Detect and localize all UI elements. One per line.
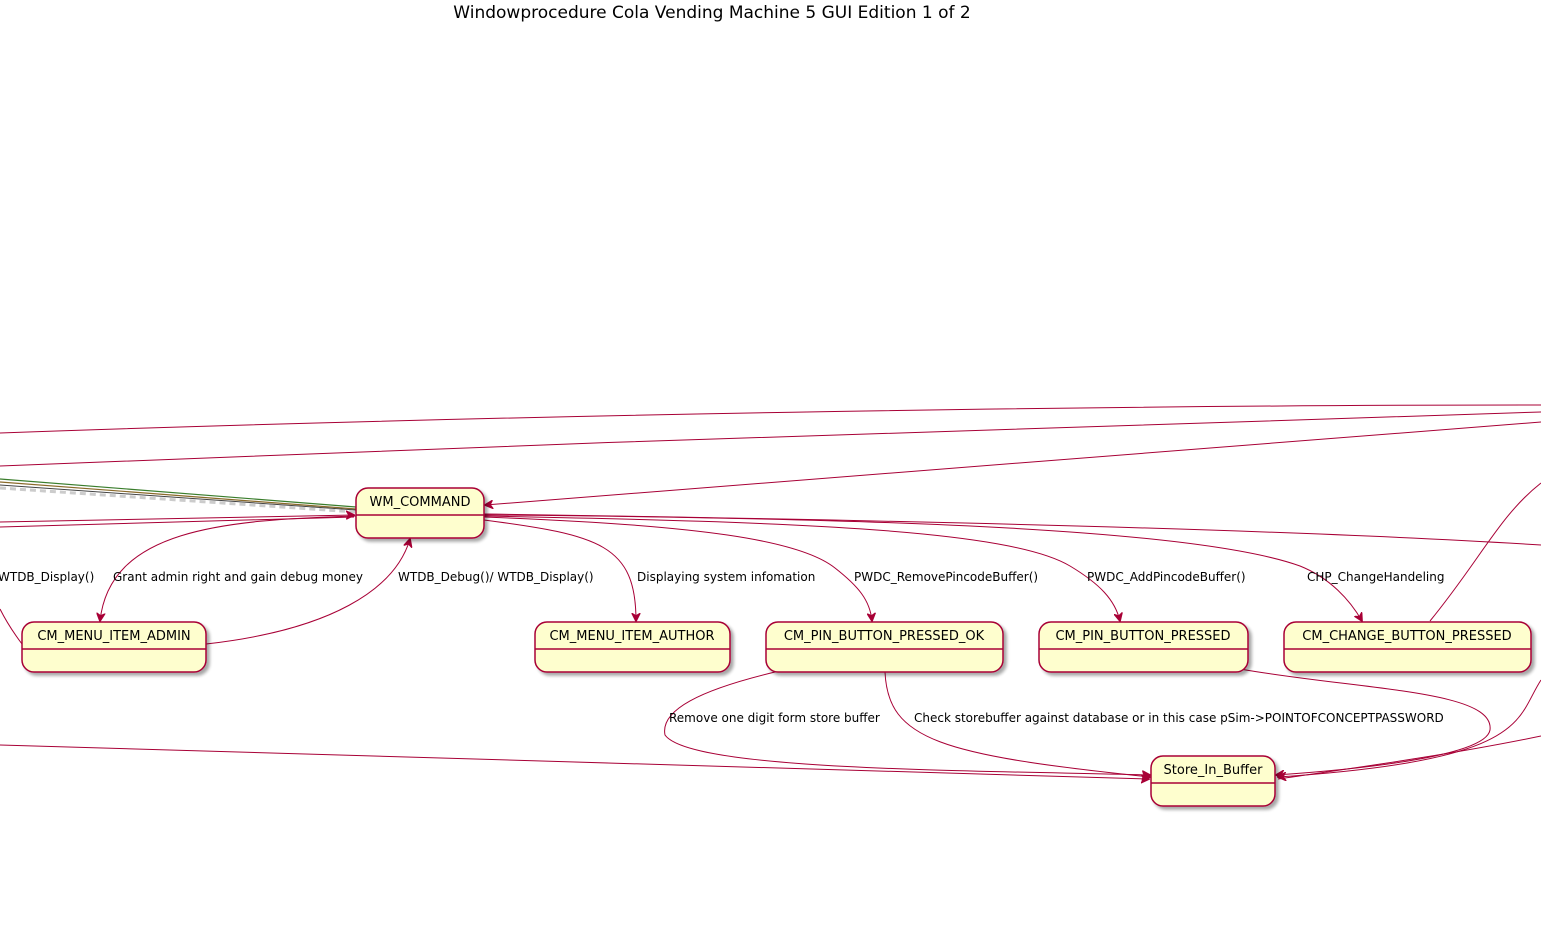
label-change-handeling: CHP_ChangeHandeling: [1307, 570, 1444, 584]
edge-offscreen-top-2: [0, 411, 1541, 467]
edge-wm-to-pin: [483, 515, 1120, 621]
state-wm-command[interactable]: WM_COMMAND: [355, 487, 485, 539]
edge-right-to-wm-command: [485, 421, 1541, 505]
state-cm-change-button-pressed[interactable]: CM_CHANGE_BUTTON_PRESSED: [1283, 621, 1532, 673]
edge-bundle-dark: [0, 484, 357, 511]
edge-pin-ok-to-store-remove: [664, 671, 1150, 775]
state-cm-pin-button-pressed[interactable]: CM_PIN_BUTTON_PRESSED: [1038, 621, 1249, 673]
label-grant-admin: Grant admin right and gain debug money: [113, 570, 363, 584]
state-cm-pin-button-pressed-ok-name: CM_PIN_BUTTON_PRESSED_OK: [784, 629, 985, 644]
label-wtdb-display: WTDB_Display(): [0, 570, 94, 584]
edge-pin-ok-to-store-check: [884, 671, 1150, 777]
edge-left-to-store: [0, 744, 1149, 779]
edge-left-to-admin: [0, 608, 23, 645]
edge-change-to-right: [1429, 482, 1541, 622]
label-remove-pincode: PWDC_RemovePincodeBuffer(): [854, 570, 1038, 584]
state-cm-menu-item-admin[interactable]: CM_MENU_ITEM_ADMIN: [21, 621, 207, 673]
edge-labels: WTDB_Display() Grant admin right and gai…: [0, 570, 1444, 725]
edge-wm-to-admin: [100, 515, 357, 621]
edge-bundle-green: [0, 478, 357, 508]
label-add-pincode: PWDC_AddPincodeBuffer(): [1087, 570, 1246, 584]
state-cm-menu-item-admin-name: CM_MENU_ITEM_ADMIN: [37, 629, 190, 644]
edge-bundle-brown: [0, 481, 357, 510]
edge-wm-to-pin-ok: [483, 516, 872, 621]
state-store-in-buffer[interactable]: Store_In_Buffer: [1150, 755, 1276, 807]
state-cm-menu-item-author[interactable]: CM_MENU_ITEM_AUTHOR: [534, 621, 731, 673]
label-remove-one-digit: Remove one digit form store buffer: [669, 711, 880, 725]
state-wm-command-name: WM_COMMAND: [370, 495, 471, 510]
state-cm-change-button-pressed-name: CM_CHANGE_BUTTON_PRESSED: [1302, 629, 1511, 644]
states: WM_COMMAND CM_MENU_ITEM_ADMIN CM_MENU_IT…: [21, 487, 1532, 807]
edge-bundle-gray: [0, 486, 357, 514]
label-wtdb-debug-display: WTDB_Debug()/ WTDB_Display(): [398, 570, 594, 584]
state-cm-pin-button-pressed-ok[interactable]: CM_PIN_BUTTON_PRESSED_OK: [765, 621, 1004, 673]
edge-wm-to-author: [483, 519, 636, 621]
label-displaying-system: Displaying system infomation: [637, 570, 815, 584]
diagram-title: Windowprocedure Cola Vending Machine 5 G…: [453, 3, 970, 23]
state-cm-menu-item-author-name: CM_MENU_ITEM_AUTHOR: [549, 629, 714, 644]
state-cm-pin-button-pressed-name: CM_PIN_BUTTON_PRESSED: [1055, 629, 1230, 644]
edge-admin-to-wm: [205, 539, 410, 645]
edge-right-to-store-2: [1277, 735, 1541, 780]
edge-offscreen-top-1: [0, 404, 1541, 434]
edge-wm-to-right: [483, 513, 1541, 546]
state-store-in-buffer-name: Store_In_Buffer: [1164, 763, 1264, 778]
edge-right-to-store-1: [1278, 679, 1541, 777]
label-check-storebuffer: Check storebuffer against database or in…: [914, 711, 1444, 725]
